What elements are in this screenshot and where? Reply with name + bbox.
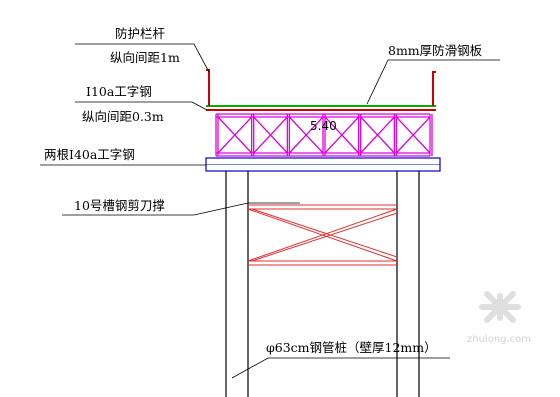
guardrail-label: 防护栏杆 xyxy=(115,26,166,41)
bracing-leader xyxy=(62,202,300,216)
guardrail-post-right xyxy=(432,71,436,106)
truss-diagonal xyxy=(253,116,288,154)
truss-diagonal xyxy=(324,116,360,154)
pile-leader xyxy=(231,357,450,379)
i10a-beam-label: I10a工字钢 xyxy=(86,84,152,99)
i40a-beams-label: 两根I40a工字钢 xyxy=(44,147,135,162)
channel-bracing-label: 10号槽钢剪刀撑 xyxy=(74,198,165,213)
guardrail-posts xyxy=(206,69,436,106)
i10a-leader xyxy=(75,101,208,111)
truss-diagonal xyxy=(217,116,253,154)
i10a-spacing-label: 纵向间距0.3m xyxy=(82,109,164,124)
annotation-leaders xyxy=(40,43,500,379)
guardrail-post-left xyxy=(206,69,210,106)
pipe-pile-label: φ63cm钢管桩（壁厚12mm） xyxy=(266,340,437,355)
guardrail-leader xyxy=(75,43,210,73)
watermark: zhulong.com xyxy=(467,291,531,345)
bracing-diagonal-a2 xyxy=(251,208,398,258)
steel-plate-label: 8mm厚防滑钢板 xyxy=(388,43,483,58)
bracing-diagonal-b1 xyxy=(247,208,398,262)
watermark-logo xyxy=(479,291,521,323)
truss-dimension-label: 5.40 xyxy=(310,119,337,133)
bailey-truss xyxy=(215,113,433,157)
truss-diagonal xyxy=(288,116,324,154)
truss-diagonal xyxy=(360,116,395,154)
channel-scissor-bracing xyxy=(247,204,398,266)
steel-plate-leader xyxy=(366,59,500,105)
bracing-diagonal-b2 xyxy=(251,212,398,262)
guardrail-spacing-label: 纵向间距1m xyxy=(110,50,180,65)
watermark-text: zhulong.com xyxy=(467,334,531,345)
truss-diagonal xyxy=(395,116,431,154)
